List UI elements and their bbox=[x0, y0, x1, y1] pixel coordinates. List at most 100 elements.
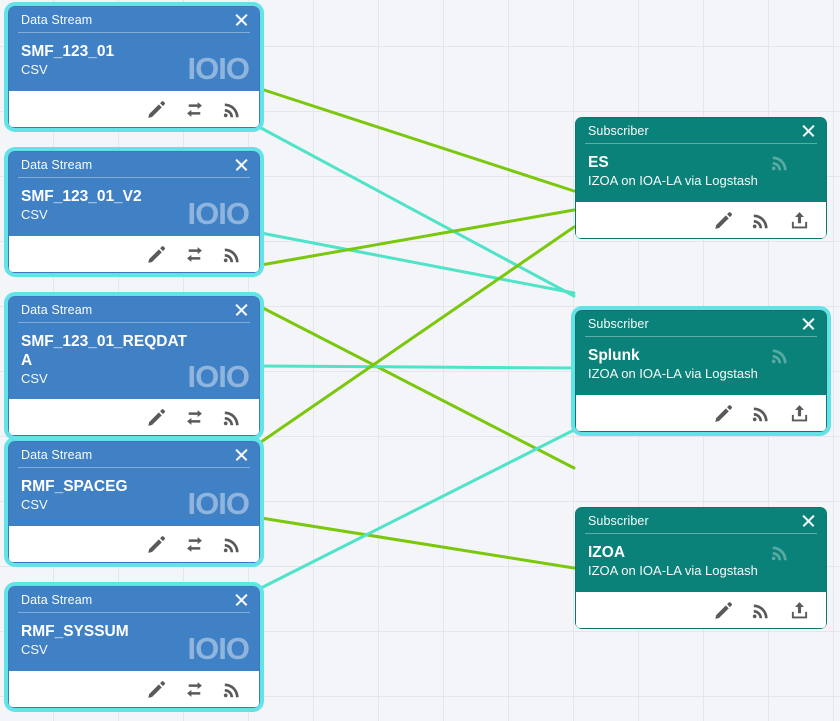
connection-edge[interactable] bbox=[259, 87, 576, 193]
node-title: IZOA bbox=[588, 544, 626, 561]
upload-icon[interactable] bbox=[789, 403, 810, 424]
node-target-label: IZOA on IOA-LA via Logstash bbox=[588, 173, 758, 188]
broadcast-icon[interactable] bbox=[751, 403, 772, 424]
node-type-label: Data Stream bbox=[21, 12, 93, 27]
node-type-label: Data Stream bbox=[21, 447, 93, 462]
upload-icon[interactable] bbox=[789, 210, 810, 231]
node-header[interactable]: Subscriber bbox=[576, 311, 826, 336]
header-divider bbox=[18, 177, 250, 178]
node-format-label: CSV bbox=[21, 62, 48, 77]
node-title: SMF_123_01_V2 bbox=[21, 188, 142, 205]
close-icon[interactable] bbox=[233, 446, 250, 463]
node-body: ES IZOA on IOA-LA via Logstash bbox=[576, 144, 826, 202]
connection-edge[interactable] bbox=[259, 364, 576, 370]
transfer-icon[interactable] bbox=[184, 99, 205, 120]
connection-edge[interactable] bbox=[259, 126, 576, 298]
node-title: RMF_SPACEG bbox=[21, 478, 128, 495]
connection-edge[interactable] bbox=[259, 305, 576, 470]
broadcast-icon[interactable] bbox=[222, 244, 243, 265]
edit-icon[interactable] bbox=[713, 600, 734, 621]
broadcast-icon[interactable] bbox=[222, 679, 243, 700]
node-action-bar bbox=[9, 399, 259, 435]
upload-icon[interactable] bbox=[789, 600, 810, 621]
connection-edge[interactable] bbox=[259, 516, 576, 570]
connection-edge[interactable] bbox=[259, 428, 576, 590]
header-divider bbox=[585, 336, 817, 337]
node-header[interactable]: Data Stream bbox=[9, 7, 259, 32]
edit-icon[interactable] bbox=[146, 679, 167, 700]
node-action-bar bbox=[576, 202, 826, 238]
edit-icon[interactable] bbox=[146, 99, 167, 120]
node-format-label: CSV bbox=[21, 642, 48, 657]
node-target-label: IZOA on IOA-LA via Logstash bbox=[588, 366, 758, 381]
node-action-bar bbox=[9, 236, 259, 272]
node-title: RMF_SYSSUM bbox=[21, 623, 129, 640]
header-divider bbox=[18, 467, 250, 468]
close-icon[interactable] bbox=[233, 156, 250, 173]
header-divider bbox=[18, 322, 250, 323]
node-header[interactable]: Data Stream bbox=[9, 442, 259, 467]
close-icon[interactable] bbox=[800, 122, 817, 139]
transfer-icon[interactable] bbox=[184, 534, 205, 555]
node-action-bar bbox=[576, 395, 826, 431]
header-divider bbox=[18, 32, 250, 33]
node-type-label: Subscriber bbox=[588, 513, 649, 528]
close-icon[interactable] bbox=[233, 591, 250, 608]
node-header[interactable]: Data Stream bbox=[9, 152, 259, 177]
node-title: SMF_123_01 bbox=[21, 43, 115, 60]
connection-edge[interactable] bbox=[259, 225, 576, 444]
node-header[interactable]: Data Stream bbox=[9, 587, 259, 612]
node-format-label: CSV bbox=[21, 497, 48, 512]
node-format-label: CSV bbox=[21, 371, 48, 386]
edit-icon[interactable] bbox=[713, 210, 734, 231]
connection-edge[interactable] bbox=[259, 231, 576, 295]
close-icon[interactable] bbox=[800, 315, 817, 332]
node-header[interactable]: Data Stream bbox=[9, 297, 259, 322]
broadcast-icon[interactable] bbox=[751, 210, 772, 231]
broadcast-icon[interactable] bbox=[222, 534, 243, 555]
node-type-label: Subscriber bbox=[588, 123, 649, 138]
node-target-label: IZOA on IOA-LA via Logstash bbox=[588, 563, 758, 578]
broadcast-icon[interactable] bbox=[222, 99, 243, 120]
node-type-label: Data Stream bbox=[21, 302, 93, 317]
edit-icon[interactable] bbox=[146, 407, 167, 428]
edit-icon[interactable] bbox=[146, 534, 167, 555]
close-icon[interactable] bbox=[233, 11, 250, 28]
transfer-icon[interactable] bbox=[184, 244, 205, 265]
close-icon[interactable] bbox=[233, 301, 250, 318]
node-action-bar bbox=[9, 91, 259, 127]
node-body: IZOA IZOA on IOA-LA via Logstash bbox=[576, 534, 826, 592]
connection-edge[interactable] bbox=[259, 208, 576, 267]
transfer-icon[interactable] bbox=[184, 407, 205, 428]
edit-icon[interactable] bbox=[146, 244, 167, 265]
node-title: SMF_123_01_REQDATA bbox=[21, 333, 187, 369]
node-action-bar bbox=[9, 671, 259, 707]
node-title: Splunk bbox=[588, 347, 640, 364]
edit-icon[interactable] bbox=[713, 403, 734, 424]
broadcast-icon[interactable] bbox=[222, 407, 243, 428]
node-header[interactable]: Subscriber bbox=[576, 508, 826, 533]
node-format-label: CSV bbox=[21, 207, 48, 222]
node-header[interactable]: Subscriber bbox=[576, 118, 826, 143]
transfer-icon[interactable] bbox=[184, 679, 205, 700]
node-type-label: Data Stream bbox=[21, 157, 93, 172]
broadcast-icon[interactable] bbox=[751, 600, 772, 621]
header-divider bbox=[585, 143, 817, 144]
node-title: ES bbox=[588, 154, 609, 171]
close-icon[interactable] bbox=[800, 512, 817, 529]
node-action-bar bbox=[576, 592, 826, 628]
